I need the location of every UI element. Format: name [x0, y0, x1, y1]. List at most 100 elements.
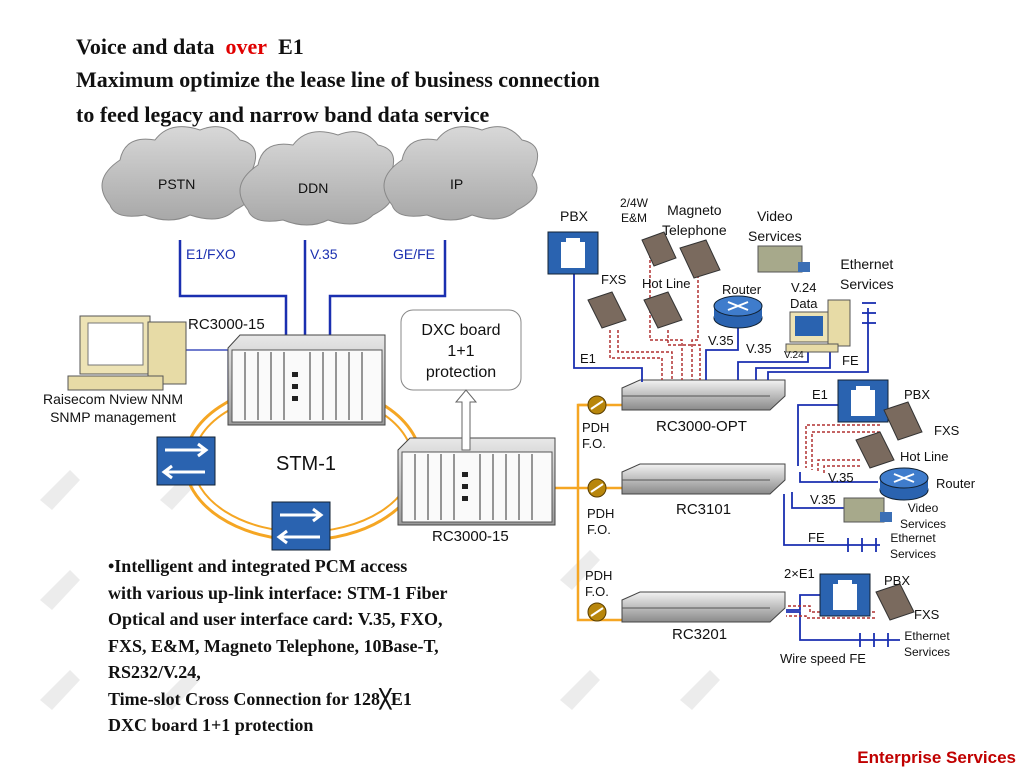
v24-terminal-icon	[785, 299, 851, 353]
video-camera-icon-rc3101	[843, 497, 892, 523]
dxc-callout	[400, 309, 522, 451]
opt-fxs-label: FXS	[601, 272, 627, 287]
opt-v24data-line-2: Data	[790, 296, 818, 311]
router-icon-opt	[713, 295, 763, 329]
rc3000-opt-unit	[621, 379, 786, 411]
title-line-3: to feed legacy and narrow band data serv…	[76, 102, 490, 127]
nms-computer-icon	[67, 315, 187, 391]
opt-fe-label: FE	[842, 353, 859, 368]
cloud-ip	[383, 126, 539, 221]
pbx-icon-rc3201	[819, 573, 871, 617]
title-line-2: Maximum optimize the lease line of busin…	[76, 67, 600, 92]
opt-v35b-label: V.35	[746, 341, 772, 356]
node-label-bottom: RC3000-15	[432, 528, 509, 545]
opt-pbx-label: PBX	[560, 208, 589, 224]
pbx-icon-opt	[547, 231, 599, 275]
feature-line-3: Optical and user interface card: V.35, F…	[108, 609, 443, 629]
opt-video-line-1: Video	[757, 208, 793, 224]
pdh-converter-icon-2	[587, 478, 607, 498]
cloud-label-ddn: DDN	[298, 180, 329, 196]
pdh-1-line-2: F.O.	[582, 436, 606, 451]
phone-icon-fxs-rc3101	[883, 401, 923, 441]
pbx-icon-rc3101	[837, 379, 889, 423]
opt-em-line-1: 2/4W	[620, 196, 649, 210]
rc3000-15-bottom-chassis	[397, 437, 556, 526]
opt-em-line-2: E&M	[621, 211, 648, 225]
phone-icon-fxs-rc3201	[875, 583, 915, 621]
nms-line-2: SNMP management	[50, 409, 176, 425]
title-voice-data: Voice and data	[76, 34, 215, 59]
phone-icon-hotline-rc3101	[855, 431, 895, 469]
dxc-line-2: 1+1	[447, 343, 475, 360]
dxc-callout-text: DXC board 1+1 protection	[401, 320, 521, 383]
rc3101-name: RC3101	[676, 501, 732, 518]
opt-video-line-2: Services	[748, 228, 802, 244]
pdh-3-line-2: F.O.	[585, 584, 609, 599]
opt-connections	[573, 272, 876, 382]
rc3000-15-top-chassis	[227, 334, 386, 426]
pdh-3-line-1: PDH	[585, 568, 613, 583]
rc3201-name: RC3201	[672, 626, 728, 643]
rc3201-e1-label: 2×E1	[784, 566, 815, 581]
cloud-label-pstn: PSTN	[158, 176, 196, 192]
rc3101-pbx-label: PBX	[904, 387, 931, 402]
dxc-line-3: protection	[425, 364, 497, 381]
pdh-1-line-1: PDH	[582, 420, 610, 435]
feature-line-6: Time-slot Cross Connection for 128╳E1	[108, 688, 412, 709]
rc3101-unit	[621, 463, 786, 495]
ring-label: STM-1	[276, 453, 336, 475]
feature-line-4: FXS, E&M, Magneto Telephone, 10Base-T,	[108, 635, 439, 656]
feature-line-5: RS232/V.24,	[108, 662, 201, 682]
rc3101-connections	[783, 404, 880, 552]
feature-line-7: DXC board 1+1 protection	[108, 715, 314, 735]
opt-v24data-line-1: V.24	[790, 280, 817, 295]
opt-v24-label: V.24	[784, 350, 804, 361]
uplink-label-gefe: GE/FE	[393, 246, 436, 262]
title-over: over	[225, 34, 268, 59]
video-camera-icon-opt	[757, 245, 810, 273]
cloud-pstn	[101, 126, 257, 221]
rc3201-wirespeed-label: Wire speed FE	[780, 651, 866, 666]
router-icon-rc3101	[879, 467, 929, 501]
rc3101-eth-line-1: Ethernet	[890, 531, 936, 545]
node-label-top: RC3000-15	[188, 316, 265, 333]
opt-eth-line-1: Ethernet	[840, 256, 894, 272]
rc3201-eth-line-2: Services	[904, 645, 951, 659]
rc3101-video-line-2: Services	[900, 517, 947, 531]
nms-line-1: Raisecom Nview NNM	[42, 391, 184, 407]
pdh-converter-icon-3	[587, 602, 607, 622]
uplink-lines	[178, 240, 447, 338]
rc3101-fe-label: FE	[808, 530, 825, 545]
cloud-ddn	[239, 131, 395, 226]
rc3101-hotline-label: Hot Line	[900, 449, 949, 464]
opt-magneto-line-1: Magneto	[667, 202, 722, 218]
rc3101-v35a-label: V.35	[828, 470, 854, 485]
opt-name: RC3000-OPT	[656, 418, 747, 435]
pdh-2-line-2: F.O.	[587, 522, 611, 537]
footer-brand: Enterprise Services	[857, 748, 1016, 767]
rc3201-eth-line-1: Ethernet	[904, 629, 950, 643]
pdh-converter-icon-1	[587, 395, 607, 415]
rc3101-fxs-label: FXS	[934, 423, 960, 438]
rc3201-unit	[621, 591, 786, 623]
opt-magneto-line-2: Telephone	[662, 222, 727, 238]
phone-icon-magneto	[679, 239, 721, 279]
feature-line-1: •Intelligent and integrated PCM access	[108, 556, 408, 576]
opt-e1-label: E1	[580, 351, 596, 366]
title-line-1: Voice and data over E1	[76, 34, 304, 60]
opt-router-label: Router	[722, 282, 762, 297]
rc3101-eth-line-2: Services	[890, 547, 937, 561]
dxc-line-1: DXC board	[421, 322, 501, 339]
feature-description: •Intelligent and integrated PCM access w…	[108, 553, 538, 739]
opt-eth-line-2: Services	[840, 276, 894, 292]
rc3101-v35b-label: V.35	[810, 492, 836, 507]
rc3201-fxs-label: FXS	[914, 607, 940, 622]
uplink-label-v35: V.35	[310, 246, 338, 262]
